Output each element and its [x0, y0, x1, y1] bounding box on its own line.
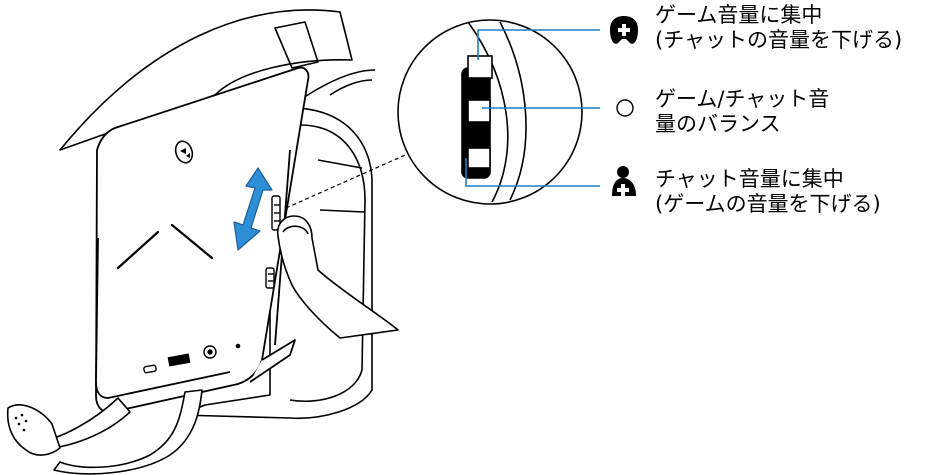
- boom-mic: [6, 389, 203, 475]
- zoom-detail: [397, 19, 583, 205]
- label-balance-line2: 量のバランス: [655, 112, 781, 136]
- label-chat-focus: チャット音量に集中 (ゲームの音量を下げる): [655, 167, 881, 217]
- alien-logo-icon: [174, 140, 194, 164]
- label-game-focus-line1: ゲーム音量に集中: [655, 3, 823, 27]
- finger: [276, 215, 399, 339]
- person-plus-icon: [612, 166, 636, 196]
- label-game-focus-line2: (チャットの音量を下げる): [655, 28, 903, 52]
- label-chat-focus-line2: (ゲームの音量を下げる): [655, 192, 881, 216]
- zoom-leader-line: [285, 151, 413, 209]
- scroll-direction-arrow-icon: [233, 167, 273, 251]
- zoomed-dial: [461, 55, 493, 179]
- usb-c-port-icon: [143, 364, 157, 374]
- circle-icon: [616, 99, 634, 117]
- headband: [59, 9, 376, 151]
- connector-lines: [465, 29, 600, 187]
- gamepad-icon: [610, 16, 638, 44]
- usb-port-icon: [167, 353, 191, 367]
- label-chat-focus-line1: チャット音量に集中: [655, 167, 844, 191]
- label-game-focus: ゲーム音量に集中 (チャットの音量を下げる): [655, 3, 902, 53]
- label-balance-line1: ゲーム/チャット音: [655, 87, 830, 111]
- label-balance: ゲーム/チャット音 量のバランス: [655, 87, 829, 137]
- bottom-ports: [143, 343, 241, 374]
- ear-cup-face: [116, 223, 214, 270]
- side-dial: [265, 195, 281, 289]
- ear-cup: [95, 66, 310, 414]
